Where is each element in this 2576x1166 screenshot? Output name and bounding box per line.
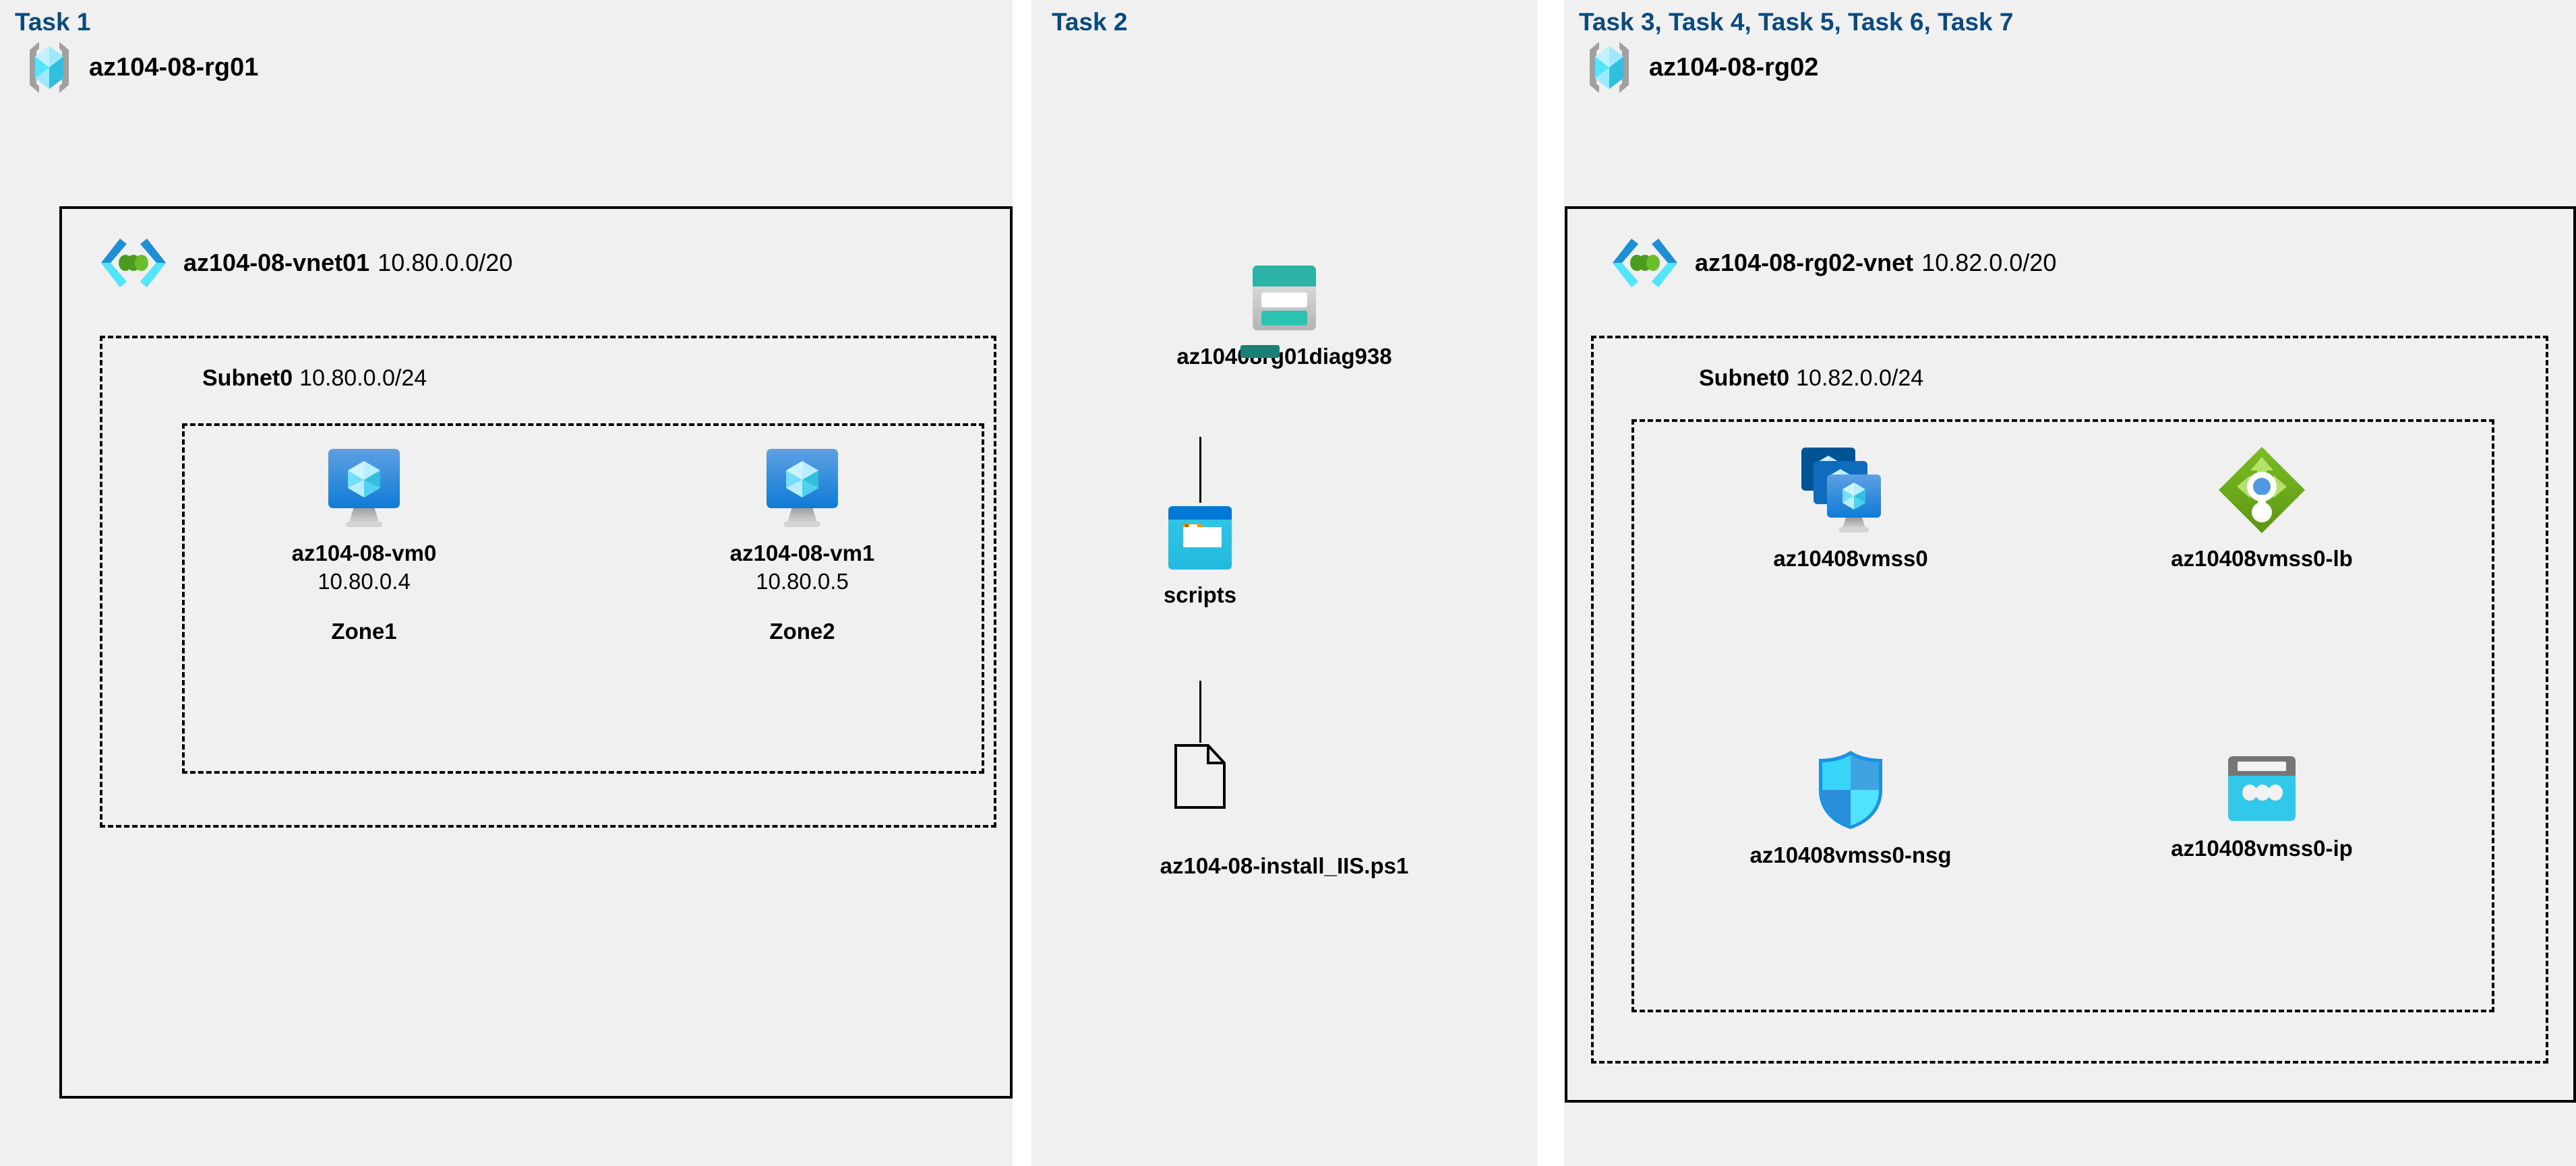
vm-node-1[interactable]: az104-08-vm1 10.80.0.5 Zone2 bbox=[661, 446, 944, 644]
storage-account-node[interactable]: az10408rg01diag938 bbox=[1082, 263, 1487, 369]
resource-group-name-rg02: az104-08-rg02 bbox=[1649, 53, 1819, 82]
resource-group-name-rg01: az104-08-rg01 bbox=[89, 53, 259, 82]
task3-7-panel: Task 3, Task 4, Task 5, Task 6, Task 7 a… bbox=[1564, 0, 2576, 1166]
blob-container-name: scripts bbox=[1163, 582, 1237, 607]
virtual-network-icon bbox=[1611, 235, 1679, 291]
vm-zone-1: Zone2 bbox=[769, 619, 835, 644]
subnet-name-left: Subnet0 bbox=[202, 365, 293, 391]
virtual-machine-icon bbox=[764, 446, 841, 530]
vnet-header-rg02: az104-08-rg02-vnet 10.82.0.0/20 bbox=[1611, 235, 2056, 291]
vnet-cidr-vnet01: 10.80.0.0/20 bbox=[378, 249, 513, 276]
load-balancer-name: az10408vmss0-lb bbox=[2171, 546, 2353, 571]
storage-account-row-dark bbox=[1240, 345, 1280, 358]
task1-panel: Task 1 az104-08-rg01 bbox=[0, 0, 1013, 1166]
vm-name-0: az104-08-vm0 bbox=[291, 541, 437, 565]
vnet-box-rg02-vnet bbox=[1565, 206, 2576, 1103]
blob-container-icon bbox=[1166, 504, 1234, 572]
vm-ip-0: 10.80.0.4 bbox=[318, 569, 411, 594]
script-file-node[interactable] bbox=[1082, 743, 1318, 810]
subnet-name-right: Subnet0 bbox=[1699, 365, 1790, 391]
vnet-name-rg02: az104-08-rg02-vnet bbox=[1695, 249, 1914, 276]
vnet-header-vnet01: az104-08-vnet01 10.80.0.0/20 bbox=[100, 235, 512, 291]
vnet-cidr-rg02: 10.82.0.0/20 bbox=[1921, 249, 2057, 276]
nsg-name: az10408vmss0-nsg bbox=[1749, 842, 1952, 867]
script-file-name: az104-08-install_IIS.ps1 bbox=[1160, 853, 1409, 878]
blob-container-node[interactable]: scripts bbox=[1082, 504, 1318, 608]
subnet-box-subnet0-right bbox=[1591, 336, 2548, 1064]
vm-zone-0: Zone1 bbox=[331, 619, 397, 644]
task3-7-label: Task 3, Task 4, Task 5, Task 6, Task 7 bbox=[1579, 8, 2014, 36]
storage-account-icon bbox=[1250, 263, 1319, 333]
public-ip-address-icon bbox=[2224, 754, 2300, 825]
vmss-name: az10408vmss0 bbox=[1773, 546, 1928, 571]
resource-group-icon bbox=[24, 39, 74, 96]
public-ip-node[interactable]: az10408vmss0-ip bbox=[2097, 754, 2427, 861]
network-security-group-icon bbox=[1814, 748, 1888, 832]
virtual-machine-icon bbox=[326, 446, 402, 530]
subnet-cidr-left: 10.80.0.0/24 bbox=[299, 365, 427, 391]
vm-scale-set-icon bbox=[1799, 445, 1903, 535]
subnet-box-subnet0-left bbox=[100, 336, 996, 828]
vm-node-0[interactable]: az104-08-vm0 10.80.0.4 Zone1 bbox=[222, 446, 506, 644]
resource-group-icon bbox=[1584, 39, 1634, 96]
resource-group-inner-box bbox=[1631, 419, 2494, 1012]
vnet-box-vnet01 bbox=[59, 206, 1013, 1099]
load-balancer-node[interactable]: az10408vmss0-lb bbox=[2097, 445, 2427, 572]
zone-group-box bbox=[182, 423, 984, 774]
task1-label: Task 1 bbox=[15, 8, 91, 36]
resource-group-header-rg02: az104-08-rg02 bbox=[1584, 39, 1818, 96]
resource-group-header-rg01: az104-08-rg01 bbox=[24, 39, 258, 96]
connector-container-to-file bbox=[1199, 681, 1201, 743]
vmss-node[interactable]: az10408vmss0 bbox=[1685, 445, 2016, 572]
vnet-name-vnet01: az104-08-vnet01 bbox=[183, 249, 370, 276]
public-ip-name: az10408vmss0-ip bbox=[2171, 836, 2353, 861]
vm-ip-1: 10.80.0.5 bbox=[756, 569, 849, 594]
task2-panel: Task 2 az10408rg01diag938 bbox=[1031, 0, 1537, 1166]
subnet-cidr-right: 10.82.0.0/24 bbox=[1796, 365, 1924, 391]
vm-name-1: az104-08-vm1 bbox=[729, 541, 875, 565]
connector-storage-to-container bbox=[1199, 437, 1201, 503]
file-icon bbox=[1172, 743, 1228, 810]
nsg-node[interactable]: az10408vmss0-nsg bbox=[1685, 748, 2016, 868]
storage-account-name: az10408rg01diag938 bbox=[1176, 344, 1392, 369]
virtual-network-icon bbox=[100, 235, 167, 291]
task2-label: Task 2 bbox=[1052, 8, 1128, 36]
load-balancer-icon bbox=[2217, 445, 2307, 535]
